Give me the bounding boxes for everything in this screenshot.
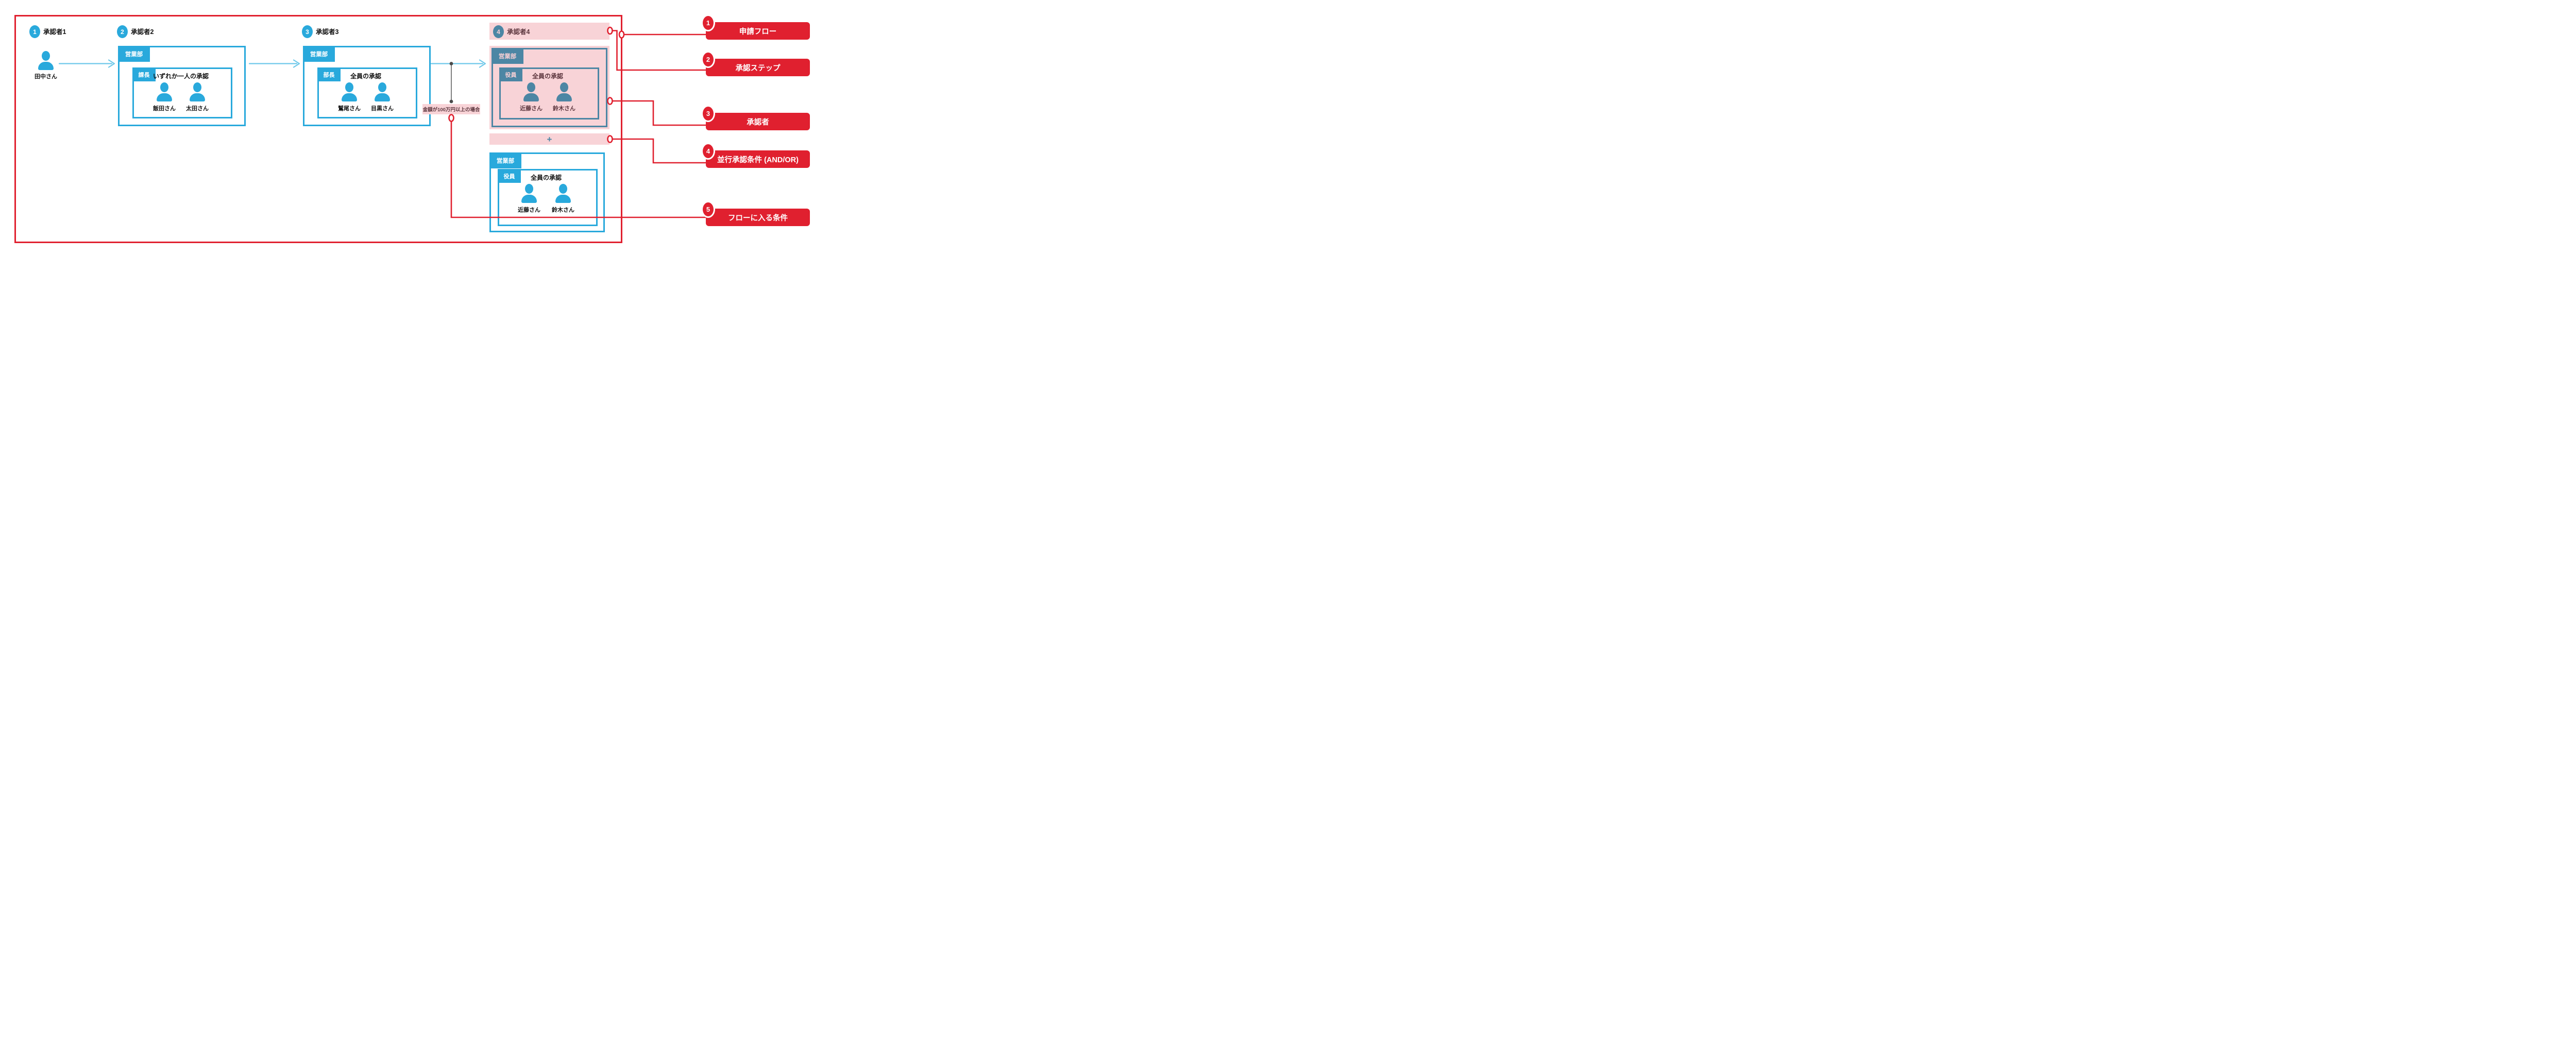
legend4-label: 並行承認条件 (AND/OR)	[717, 156, 799, 164]
person-icon	[341, 82, 358, 101]
step3-rule: 全員の承認	[350, 73, 381, 80]
step2-rule: いずれか一人の承認	[152, 73, 209, 80]
person-name: 鈴木さん	[552, 207, 574, 213]
step4-number: 4	[497, 28, 500, 36]
step4-group1-rule: 全員の承認	[532, 73, 563, 80]
approval-flow-diagram: 1 承認者1 田中さん 2 承認者2 営業部 課長 いずれか一人の承認 飯田さん…	[0, 0, 835, 265]
step3-badge: 3	[302, 25, 313, 38]
step1-title: 承認者1	[43, 28, 66, 36]
legend2-label: 承認ステップ	[735, 64, 781, 73]
person-icon	[523, 82, 539, 101]
legend-item-approval-step: 2 承認ステップ	[701, 51, 810, 76]
flow-entry-condition-chip: 金額が100万円以上の場合	[422, 104, 480, 114]
connector-legend4	[609, 138, 706, 164]
legend1-badge: 1	[701, 14, 715, 31]
step4-group2-rule: 全員の承認	[530, 174, 562, 181]
person-icon	[556, 82, 572, 101]
step2-badge: 2	[117, 25, 128, 38]
legend4-number: 4	[706, 147, 710, 155]
person-icon	[374, 82, 391, 101]
legend4-badge: 4	[701, 143, 715, 160]
step4-group1-role-tag: 役員	[499, 67, 522, 81]
legend1-number: 1	[706, 19, 710, 27]
step4-group2-department-tag: 営業部	[489, 152, 521, 168]
step1-number: 1	[33, 28, 37, 36]
step4-group1-department-box: 営業部	[492, 48, 607, 127]
legend5-badge: 5	[701, 201, 715, 218]
step4-step-highlight-band	[489, 23, 609, 40]
legend-item-approver: 3 承認者	[701, 105, 810, 130]
step3-title: 承認者3	[316, 28, 339, 36]
person-icon	[555, 184, 571, 203]
person-name: 鈴木さん	[553, 106, 575, 112]
step3-department-tag: 営業部	[303, 46, 335, 62]
legend1-label: 申請フロー	[739, 27, 777, 36]
person-icon	[38, 51, 54, 70]
legend5-number: 5	[706, 206, 710, 213]
person-name: 田中さん	[35, 74, 57, 80]
legend5-label: フローに入る条件	[728, 214, 788, 223]
legend-item-flow-entry-condition: 5 フローに入る条件	[701, 201, 810, 226]
person-icon	[521, 184, 537, 203]
legend2-number: 2	[706, 56, 710, 63]
person-icon	[189, 82, 206, 101]
step4-badge: 4	[493, 25, 504, 38]
legend2-badge: 2	[701, 51, 715, 68]
step4-title: 承認者4	[507, 28, 530, 36]
person-name: 近藤さん	[518, 207, 540, 213]
step4-group1-department-tag: 営業部	[492, 48, 523, 64]
person-name: 近藤さん	[520, 106, 543, 112]
connector-legend3	[609, 100, 706, 126]
connector-legend2	[609, 30, 706, 71]
person-name: 太田さん	[186, 106, 209, 112]
step2-number: 2	[121, 28, 124, 36]
step2-department-tag: 営業部	[118, 46, 150, 62]
legend3-badge: 3	[701, 105, 715, 122]
person-icon	[156, 82, 173, 101]
step1-badge: 1	[29, 25, 40, 38]
step2-role-tag: 課長	[132, 67, 156, 81]
person-name: 目黒さん	[371, 106, 394, 112]
step2-approver-group-box: 課長	[132, 67, 232, 118]
parallel-condition-bar: +	[489, 133, 609, 145]
legend3-number: 3	[706, 110, 710, 117]
person-name: 飯田さん	[153, 106, 176, 112]
plus-icon: +	[547, 134, 552, 144]
legend-item-application-flow: 1 申請フロー	[701, 14, 810, 40]
step3-role-tag: 部長	[317, 67, 341, 81]
person-name: 鷲尾さん	[338, 106, 361, 112]
legend3-label: 承認者	[747, 118, 769, 127]
legend-item-parallel-condition: 4 並行承認条件 (AND/OR)	[701, 143, 810, 168]
step3-approver-group-box: 部長	[317, 67, 417, 118]
step2-title: 承認者2	[131, 28, 154, 36]
step3-number: 3	[306, 28, 309, 36]
